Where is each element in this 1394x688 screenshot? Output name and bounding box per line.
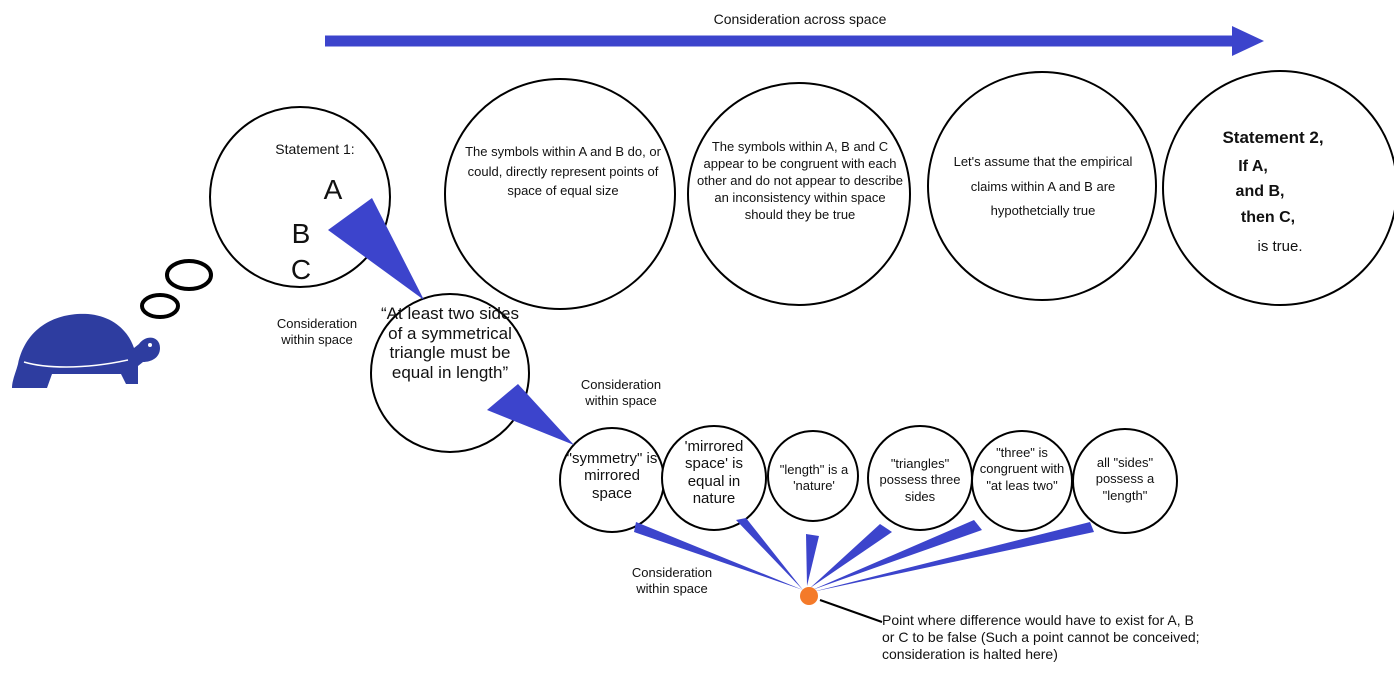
congruence-circle bbox=[687, 82, 911, 306]
statement2-line-2: and B, bbox=[1235, 183, 1285, 200]
length-text: "length" is a 'nature' bbox=[779, 462, 849, 494]
congruence-text: The symbols within A, B and C appear to … bbox=[697, 139, 903, 222]
turtle-icon bbox=[12, 313, 160, 388]
sides-circle bbox=[1072, 428, 1178, 534]
triangle-quote-text: “At least two sides of a symmetrical tri… bbox=[381, 304, 519, 382]
triangle-quote-circle bbox=[370, 293, 530, 453]
empirical-text: The symbols within A and B do, or could,… bbox=[465, 144, 661, 198]
across-space-label: Consideration across space bbox=[713, 11, 887, 27]
converging-rays bbox=[634, 518, 1094, 592]
letter-c: C bbox=[290, 254, 312, 285]
assumption-circle bbox=[927, 71, 1157, 301]
within-space-label-1: Consideration within space bbox=[276, 316, 358, 348]
triangles-text: "triangles" possess three sides bbox=[879, 456, 961, 504]
statement2-line-3: then C, bbox=[1240, 209, 1296, 226]
statement2-line-1: If A, bbox=[1238, 158, 1268, 175]
empirical-circle bbox=[444, 78, 676, 310]
statement2-title: Statement 2, bbox=[1222, 128, 1324, 147]
assumption-text: Let's assume that the empirical claims w… bbox=[953, 154, 1133, 219]
within-space-label-2: Consideration within space bbox=[580, 377, 662, 409]
point-pointer-line bbox=[819, 599, 883, 623]
letter-b: B bbox=[291, 218, 311, 249]
across-space-arrow bbox=[325, 26, 1264, 56]
mirrored-space-text: 'mirrored space' is equal in nature bbox=[684, 438, 744, 507]
difference-point-note: Point where difference would have to exi… bbox=[882, 612, 1200, 662]
three-text: "three" is congruent with "at leas two" bbox=[979, 445, 1065, 493]
symmetry-text: "symmetry" is mirrored space bbox=[566, 450, 658, 502]
within-space-arrow-2 bbox=[487, 384, 574, 445]
thought-bubble-icon bbox=[140, 259, 213, 319]
statement1-title: Statement 1: bbox=[275, 141, 355, 157]
mirrored-space-circle bbox=[661, 425, 767, 531]
statement2-circle bbox=[1162, 70, 1394, 306]
sides-text: all "sides" possess a "length" bbox=[1095, 455, 1155, 503]
difference-point bbox=[800, 587, 818, 605]
letter-a: A bbox=[323, 174, 343, 205]
within-space-label-3: Consideration within space bbox=[631, 565, 713, 597]
within-space-arrow-1 bbox=[328, 198, 424, 300]
statement2-line-4: is true. bbox=[1257, 238, 1303, 255]
length-circle bbox=[767, 430, 859, 522]
